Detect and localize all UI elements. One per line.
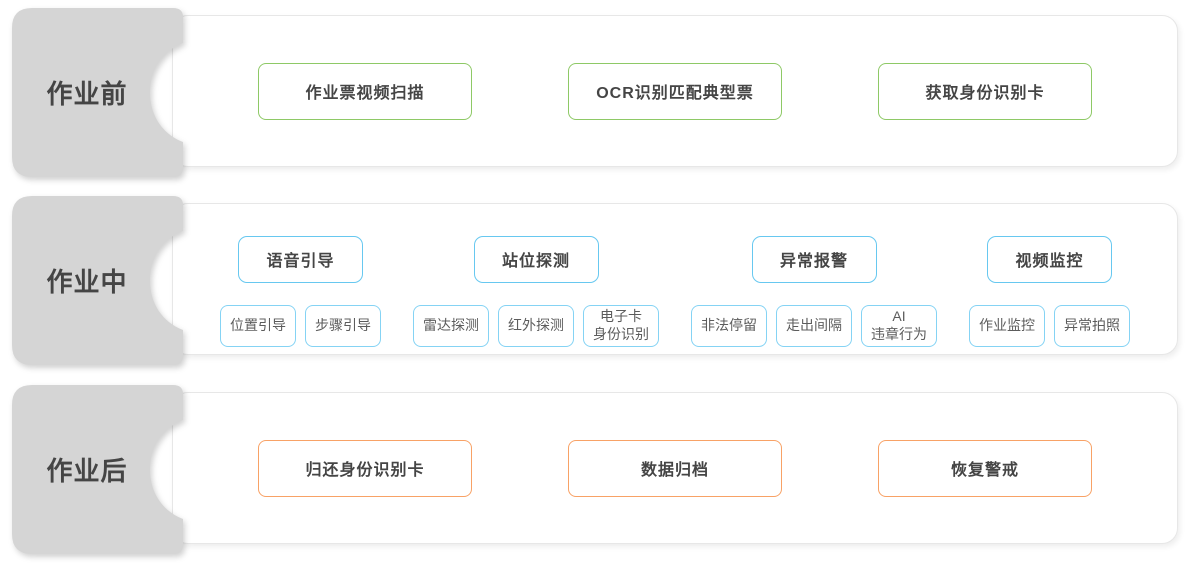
feature-group: 视频监控 作业监控 异常拍照 (969, 235, 1130, 347)
sub-feature-box: 异常拍照 (1054, 304, 1130, 347)
tab-notch-shape (12, 196, 183, 365)
sub-feature-box: 雷达探测 (413, 304, 489, 347)
sub-feature-box: 位置引导 (220, 304, 296, 347)
sub-feature-box: 作业监控 (969, 304, 1045, 347)
group-title-box: 异常报警 (751, 235, 877, 283)
stage-box-row: 作业票视频扫描 OCR识别匹配典型票 获取身份识别卡 (173, 62, 1177, 120)
group-title-box: 视频监控 (987, 235, 1112, 283)
stage-label: 作业中 (46, 267, 128, 297)
feature-box: 作业票视频扫描 (258, 62, 472, 120)
stage-panel-during: 语音引导 位置引导 步骤引导 站位探测 雷达探测 红外探测 电子卡 身份识别 异 (172, 203, 1178, 355)
stage-panel-before: 作业票视频扫描 OCR识别匹配典型票 获取身份识别卡 (172, 15, 1178, 167)
feature-groups: 语音引导 位置引导 步骤引导 站位探测 雷达探测 红外探测 电子卡 身份识别 异 (173, 212, 1177, 347)
feature-box: OCR识别匹配典型票 (568, 62, 782, 120)
sub-feature-box: 红外探测 (498, 304, 574, 347)
stage-row-after: 归还身份识别卡 数据归档 恢复警戒 作业后 (0, 385, 1200, 554)
sub-feature-box: 走出间隔 (776, 304, 852, 347)
sub-feature-box: 非法停留 (691, 304, 767, 347)
stage-label: 作业后 (46, 456, 128, 486)
tab-notch-shape (12, 8, 183, 177)
stage-tab-during: 作业中 (12, 196, 183, 365)
tab-notch-shape (12, 385, 183, 554)
sub-feature-row: 雷达探测 红外探测 电子卡 身份识别 (413, 304, 659, 347)
sub-feature-row: 作业监控 异常拍照 (969, 304, 1130, 347)
sub-feature-box: 电子卡 身份识别 (583, 304, 659, 347)
stage-tab-before: 作业前 (12, 8, 183, 177)
stage-panel-after: 归还身份识别卡 数据归档 恢复警戒 (172, 392, 1178, 544)
stage-row-before: 作业票视频扫描 OCR识别匹配典型票 获取身份识别卡 作业前 (0, 8, 1200, 177)
group-title-box: 站位探测 (473, 235, 599, 283)
feature-group: 语音引导 位置引导 步骤引导 (220, 235, 381, 347)
feature-box: 归还身份识别卡 (258, 439, 472, 497)
stage-box-row: 归还身份识别卡 数据归档 恢复警戒 (173, 439, 1177, 497)
feature-group: 站位探测 雷达探测 红外探测 电子卡 身份识别 (413, 235, 659, 347)
stage-row-during: 语音引导 位置引导 步骤引导 站位探测 雷达探测 红外探测 电子卡 身份识别 异 (0, 196, 1200, 365)
sub-feature-row: 非法停留 走出间隔 AI 违章行为 (691, 304, 937, 347)
sub-feature-box: 步骤引导 (305, 304, 381, 347)
feature-box: 恢复警戒 (878, 439, 1092, 497)
feature-group: 异常报警 非法停留 走出间隔 AI 违章行为 (691, 235, 937, 347)
stage-label: 作业前 (46, 79, 128, 109)
group-title-box: 语音引导 (238, 235, 363, 283)
sub-feature-row: 位置引导 步骤引导 (220, 304, 381, 347)
feature-box: 获取身份识别卡 (878, 62, 1092, 120)
stage-tab-after: 作业后 (12, 385, 183, 554)
feature-box: 数据归档 (568, 439, 782, 497)
sub-feature-box: AI 违章行为 (861, 304, 937, 347)
